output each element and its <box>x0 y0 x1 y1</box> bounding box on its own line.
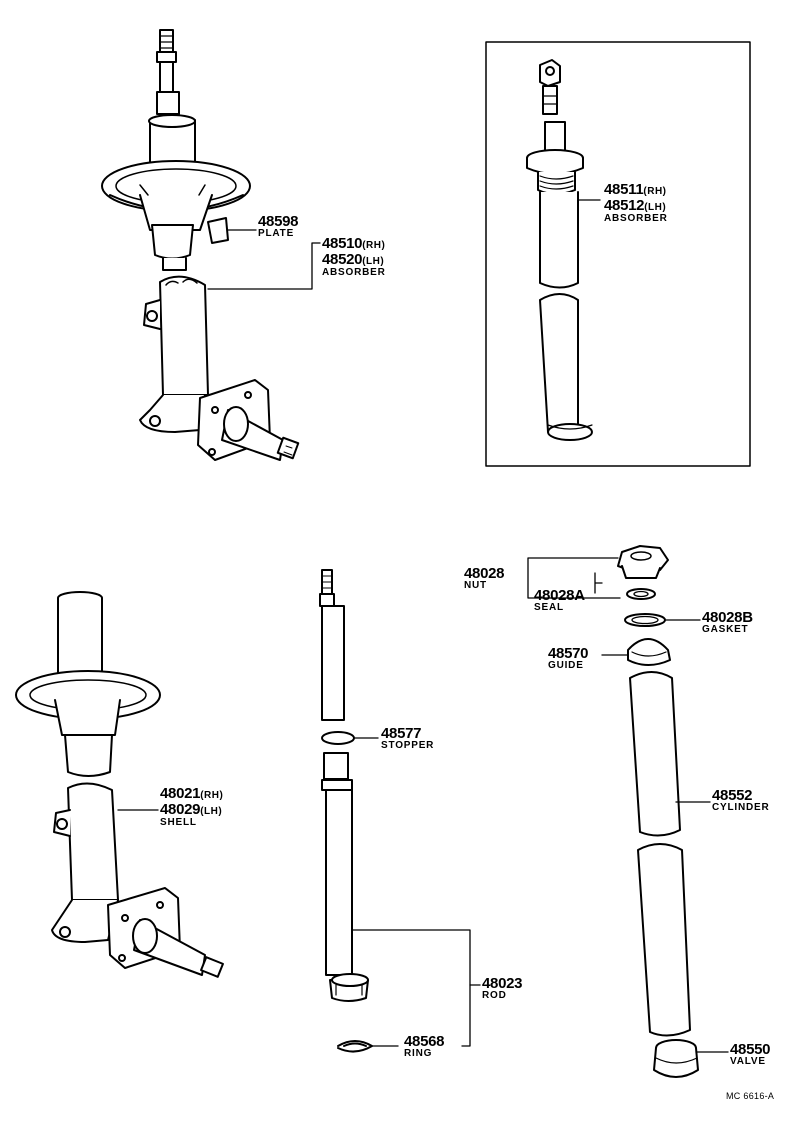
valve-label: 48550 VALVE <box>730 1041 771 1067</box>
nut-label: 48028 NUT <box>464 565 505 591</box>
rod-label: 48023 ROD <box>482 975 523 1001</box>
absorber-front-lh-suffix: (LH) <box>362 256 385 267</box>
rod-part-number: 48023 <box>482 975 523 992</box>
valve-part-name: VALVE <box>730 1056 766 1067</box>
gasket-label: 48028B GASKET <box>702 610 753 635</box>
cylinder-parts <box>617 545 699 1078</box>
stopper-part-number: 48577 <box>381 725 422 742</box>
seal-label: 48028A SEAL <box>534 588 585 613</box>
absorber-insert <box>526 59 593 441</box>
shell-rh-number: 48021 <box>160 785 201 802</box>
seal-part-number: 48028A <box>534 587 585 604</box>
nut-seal-bracket <box>527 557 621 599</box>
guide-label: 48570 GUIDE <box>548 645 589 671</box>
absorber-front-lh-number: 48520 <box>322 251 363 268</box>
plate-part-name: PLATE <box>258 228 295 239</box>
cylinder-part-name: CYLINDER <box>712 802 770 813</box>
gasket-part-number: 48028B <box>702 609 753 626</box>
plate-part-number: 48598 <box>258 213 299 230</box>
absorber-insert-rh-number: 48511 <box>604 181 644 198</box>
absorber-insert-label: 48511(RH) 48512(LH) ABSORBER <box>604 182 668 224</box>
seal-part-name: SEAL <box>534 602 564 613</box>
ring-part-name: RING <box>404 1048 433 1059</box>
absorber-insert-lh-number: 48512 <box>604 197 645 214</box>
shell-name: SHELL <box>160 817 197 828</box>
gasket-part-name: GASKET <box>702 624 749 635</box>
absorber-front-leader <box>207 242 321 290</box>
shell-lh-number: 48029 <box>160 801 201 818</box>
drawing-code: MC 6616-A <box>726 1091 775 1101</box>
plate-label: 48598 PLATE <box>258 213 299 239</box>
absorber-front-rh-number: 48510 <box>322 235 363 252</box>
shell-rh-suffix: (RH) <box>200 790 224 801</box>
absorber-front-label: 48510(RH) 48520(LH) ABSORBER <box>322 236 386 278</box>
guide-part-name: GUIDE <box>548 660 584 671</box>
ring-part-number: 48568 <box>404 1033 445 1050</box>
rod-part-name: ROD <box>482 990 507 1001</box>
absorber-insert-lh-suffix: (LH) <box>644 202 667 213</box>
cylinder-label: 48552 CYLINDER <box>712 788 770 813</box>
rod <box>319 569 373 1053</box>
absorber-insert-rh-suffix: (RH) <box>643 186 667 197</box>
nut-part-number: 48028 <box>464 565 505 582</box>
insert-frame <box>485 41 751 467</box>
rod-leader <box>351 929 471 1047</box>
valve-part-number: 48550 <box>730 1041 771 1058</box>
shell-label: 48021(RH) 48029(LH) SHELL <box>160 786 223 828</box>
absorber-front-rh-suffix: (RH) <box>362 240 386 251</box>
shell-lh-suffix: (LH) <box>200 806 223 817</box>
front-strut-assembly <box>101 29 300 461</box>
guide-part-number: 48570 <box>548 645 589 662</box>
stopper-part-name: STOPPER <box>381 740 435 751</box>
cylinder-part-number: 48552 <box>712 787 753 804</box>
shell-assembly <box>15 591 224 978</box>
absorber-insert-name: ABSORBER <box>604 213 668 224</box>
absorber-front-name: ABSORBER <box>322 267 386 278</box>
nut-part-name: NUT <box>464 580 487 591</box>
stopper-label: 48577 STOPPER <box>381 726 434 751</box>
ring-label: 48568 RING <box>404 1033 445 1059</box>
